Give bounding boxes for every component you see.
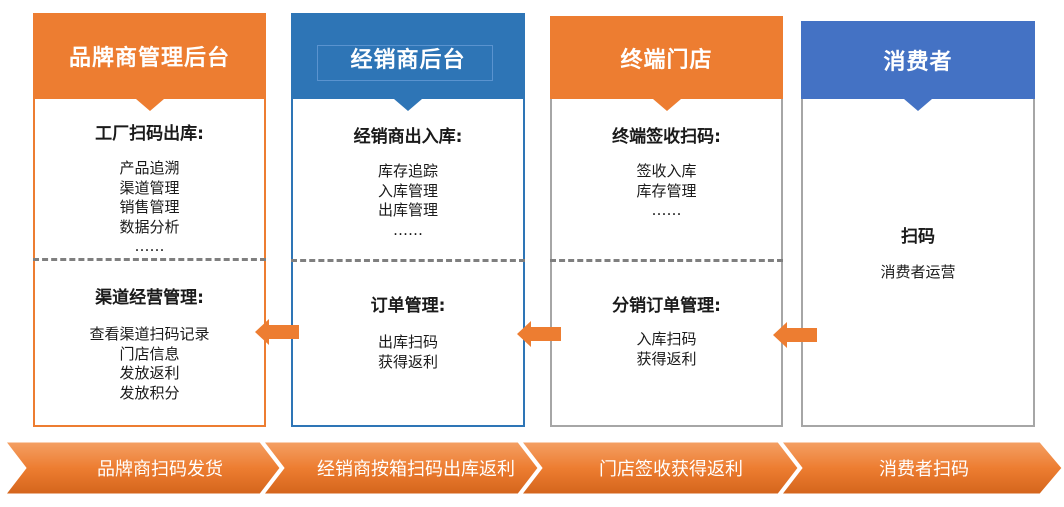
channel-management-items: 查看渠道扫码记录 门店信息 发放返利 发放积分 xyxy=(35,325,264,403)
list-item: 入库扫码 xyxy=(636,330,697,348)
list-item: 门店信息 xyxy=(119,344,180,363)
order-management-items: 出库扫码 获得返利 xyxy=(293,333,523,372)
distributor-backend-column: 经销商后台 经销商出入库: 库存追踪 入库管理 出库管理 …… 订单管理: 出库… xyxy=(291,13,525,427)
consumer-scan-title: 扫码 xyxy=(901,227,935,247)
store-receive-title: 终端签收扫码: xyxy=(612,127,721,147)
list-item: 发放返利 xyxy=(119,364,180,382)
list-item: 数据分析 xyxy=(119,217,180,236)
brand-backend-header: 品牌商管理后台 xyxy=(33,13,266,111)
left-arrow-icon xyxy=(773,322,817,348)
terminal-store-title: 终端门店 xyxy=(620,47,713,73)
flow-step-brand: 品牌商扫码发货 xyxy=(97,459,223,480)
list-item: 查看渠道扫码记录 xyxy=(89,325,210,343)
factory-scan-items: 产品追溯 渠道管理 销售管理 数据分析 …… xyxy=(35,159,264,257)
list-item: 签收入库 xyxy=(636,162,697,180)
brand-backend-title: 品牌商管理后台 xyxy=(68,46,230,71)
list-item: 出库管理 xyxy=(377,201,438,219)
list-item: 销售管理 xyxy=(119,198,180,216)
left-arrow-icon xyxy=(255,319,299,345)
list-item: …… xyxy=(134,237,165,255)
list-item: 库存追踪 xyxy=(377,162,438,180)
list-item: 产品追溯 xyxy=(119,159,180,177)
brand-backend-column: 品牌商管理后台 工厂扫码出库: 产品追溯 渠道管理 销售管理 数据分析 …… 渠… xyxy=(33,13,266,427)
list-item: 获得返利 xyxy=(636,349,697,368)
list-item: 渠道管理 xyxy=(119,178,180,197)
distributor-backend-header: 经销商后台 xyxy=(291,13,525,111)
section-divider xyxy=(33,258,266,261)
distribution-order-title: 分销订单管理: xyxy=(612,296,721,316)
consumer-title: 消费者 xyxy=(883,50,953,75)
distributor-inout-items: 库存追踪 入库管理 出库管理 …… xyxy=(293,162,523,240)
terminal-store-column: 终端门店 终端签收扫码: 签收入库 库存管理 …… 分销订单管理: 入库扫码 获… xyxy=(550,16,783,427)
list-item: 出库扫码 xyxy=(377,333,438,351)
consumer-header: 消费者 xyxy=(801,21,1035,111)
section-divider xyxy=(550,259,783,262)
flow-step-store: 门店签收获得返利 xyxy=(599,459,743,480)
terminal-store-header: 终端门店 xyxy=(550,16,783,111)
distributor-inout-title: 经销商出入库: xyxy=(353,127,463,147)
distributor-backend-title: 经销商后台 xyxy=(350,48,466,73)
flow-step-consumer: 消费者扫码 xyxy=(879,459,969,480)
list-item: 库存管理 xyxy=(636,181,697,200)
header-frame xyxy=(317,45,493,81)
consumer-scan-items: 消费者运营 xyxy=(803,263,1033,283)
factory-scan-title: 工厂扫码出库: xyxy=(95,124,204,144)
section-divider xyxy=(291,259,525,262)
list-item: 发放积分 xyxy=(119,383,180,402)
list-item: …… xyxy=(651,201,682,219)
left-arrow-icon xyxy=(517,321,561,347)
flow-band xyxy=(6,442,1063,494)
channel-management-title: 渠道经营管理: xyxy=(95,288,204,308)
list-item: …… xyxy=(393,220,423,239)
consumer-column: 消费者 扫码 消费者运营 xyxy=(801,21,1035,427)
order-management-title: 订单管理: xyxy=(370,296,446,316)
list-item: 入库管理 xyxy=(377,181,438,200)
list-item: 消费者运营 xyxy=(880,263,956,281)
store-receive-items: 签收入库 库存管理 …… xyxy=(552,162,781,221)
list-item: 获得返利 xyxy=(377,352,438,371)
flow-step-distributor: 经销商按箱扫码出库返利 xyxy=(317,459,515,480)
distribution-order-items: 入库扫码 获得返利 xyxy=(552,330,781,369)
